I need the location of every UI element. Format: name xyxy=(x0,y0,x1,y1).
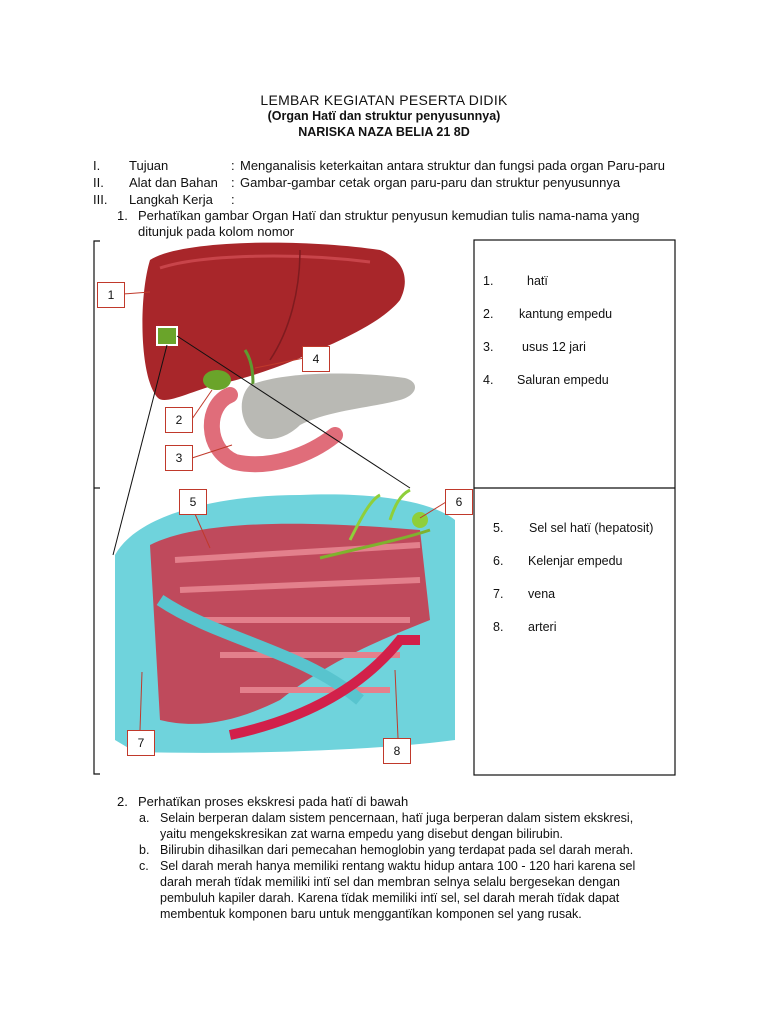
item-line: yaitu mengekskresikan zat warna empedu y… xyxy=(160,827,564,841)
label-8: 8 xyxy=(383,738,411,764)
section-sep: : xyxy=(231,192,235,207)
step-text: Perhatїkan gambar Organ Hatї dan struktu… xyxy=(138,208,640,223)
answer-text: kantung empedu xyxy=(519,307,613,321)
step-num: 2. xyxy=(117,794,128,809)
student-name: NARISKA NAZA BELIA 21 8D xyxy=(298,125,470,139)
section-text: Gambar-gambar cetak organ paru-paru dan … xyxy=(240,175,621,190)
section-num: II. xyxy=(93,175,104,190)
answer-num: 5. xyxy=(493,521,504,535)
answer-text: usus 12 jari xyxy=(522,340,586,354)
item-line: Sel darah merah hanya memiliki rentang w… xyxy=(160,859,636,873)
step-text: ditunjuk pada kolom nomor xyxy=(138,224,295,239)
answer-num: 7. xyxy=(493,587,504,601)
item-line: pembuluh kapiler darah. Karena tїdak mem… xyxy=(160,891,620,905)
answer-text: vena xyxy=(528,587,556,601)
answer-item: 5. Sel sel hatї (hepatosit) xyxy=(493,521,653,535)
item-line: membentuk komponen baru untuk menggantїk… xyxy=(160,907,582,921)
liver-shape xyxy=(142,242,405,401)
section-num: I. xyxy=(93,158,101,173)
section-label: Alat dan Bahan xyxy=(129,175,218,190)
answer-item: 2. kantung empedu xyxy=(483,307,612,321)
section-sep: : xyxy=(231,158,235,173)
answer-text: Saluran empedu xyxy=(517,373,609,387)
answer-text: arteri xyxy=(528,620,557,634)
duodenum-shape xyxy=(203,387,343,473)
answer-item: 6. Kelenjar empedu xyxy=(493,554,623,568)
answer-num: 4. xyxy=(483,373,494,387)
pancreas-shape xyxy=(241,373,416,440)
answer-num: 1. xyxy=(483,274,494,288)
answer-item: 8. arteri xyxy=(493,620,556,634)
answer-num: 8. xyxy=(493,620,504,634)
page-subtitle: (Organ Hatї dan struktur penyusunnya) xyxy=(267,109,501,123)
section-label: Tujuan xyxy=(129,158,169,173)
section-num: III. xyxy=(93,192,108,207)
answer-text: hatї xyxy=(527,274,548,288)
step-num: 1. xyxy=(117,208,128,223)
gallbladder-shape xyxy=(203,370,231,390)
item-line: Selain berperan dalam sistem pencernaan,… xyxy=(160,811,634,825)
answer-item: 3. usus 12 jari xyxy=(483,340,586,354)
answer-item: 1. hatї xyxy=(483,274,548,288)
section-text: Menganalisis keterkaitan antara struktur… xyxy=(240,158,665,173)
step-text: Perhatїkan proses ekskresi pada hatї di … xyxy=(138,794,409,809)
item-line: Bilirubin dihasilkan dari pemecahan hemo… xyxy=(160,843,634,857)
item-letter: a. xyxy=(139,811,150,825)
section-sep: : xyxy=(231,175,235,190)
label-2: 2 xyxy=(165,407,193,433)
answer-text: Sel sel hatї (hepatosit) xyxy=(529,521,654,535)
answer-num: 3. xyxy=(483,340,494,354)
item-letter: b. xyxy=(139,843,150,857)
section-label: Langkah Kerja xyxy=(129,192,213,207)
answer-text: Kelenjar empedu xyxy=(528,554,623,568)
item-line: darah merah tїdak memiliki intї sel dan … xyxy=(160,875,620,889)
answer-item: 4. Saluran empedu xyxy=(483,373,609,387)
label-7: 7 xyxy=(127,730,155,756)
label-3: 3 xyxy=(165,445,193,471)
answer-num: 2. xyxy=(483,307,494,321)
label-5: 5 xyxy=(179,489,207,515)
answer-num: 6. xyxy=(493,554,504,568)
label-6: 6 xyxy=(445,489,473,515)
answer-item: 7. vena xyxy=(493,587,555,601)
label-1: 1 xyxy=(97,282,125,308)
item-letter: c. xyxy=(139,859,149,873)
label-4: 4 xyxy=(302,346,330,372)
page-title: LEMBAR KEGIATAN PESERTA DIDIK xyxy=(260,92,508,108)
